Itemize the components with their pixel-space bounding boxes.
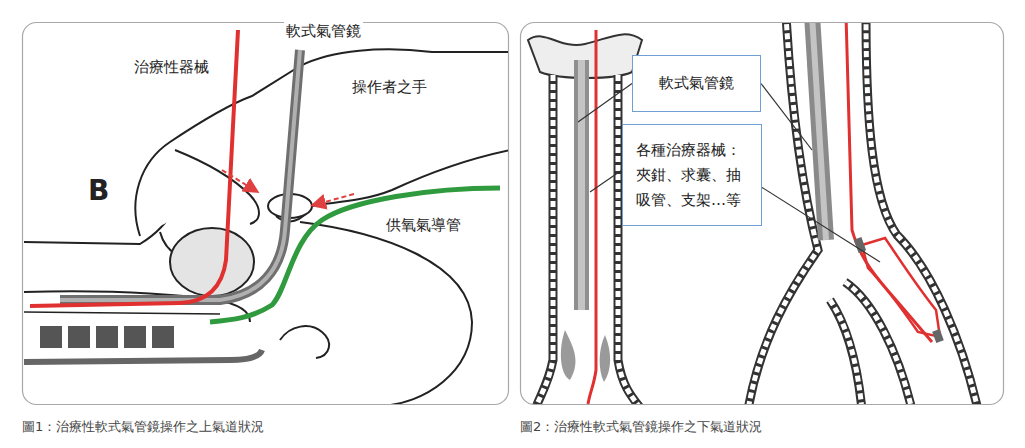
pressure-arrow: [222, 170, 256, 191]
figure-caption: 圖1：治療性軟式氣管鏡操作之上氣道狀況: [20, 419, 266, 435]
oxygen-tube: [210, 188, 500, 322]
callout-text: 軟式氣管鏡: [659, 74, 734, 93]
leader-line: [578, 84, 632, 123]
stent: [862, 238, 940, 337]
instrument-label: 治療性器械: [132, 58, 211, 76]
leader-line: [762, 187, 880, 262]
instrument: [30, 30, 238, 306]
leader-line: [761, 84, 812, 151]
callout-box: 軟式氣管鏡: [632, 55, 761, 112]
bronchoscope: [60, 50, 300, 300]
hand-label: 操作者之手: [350, 78, 429, 96]
leader-line: [590, 170, 622, 192]
callout-text: 各種治療器械： 夾鉗、求囊、抽 吸管、支架…等: [636, 138, 748, 212]
pressure-arrow: [314, 194, 354, 205]
figure-caption: 圖2：治療性軟式氣管鏡操作之下氣道狀況: [518, 419, 764, 435]
lower-airway-drawing: [528, 23, 978, 404]
upper-airway-drawing: [24, 30, 508, 404]
oxygen-tube-label: 供氧氣導管: [384, 216, 463, 234]
callout-box: 各種治療器械： 夾鉗、求囊、抽 吸管、支架…等: [622, 124, 762, 226]
scope-label: 軟式氣管鏡: [284, 22, 363, 40]
panel-letter: B: [86, 174, 111, 208]
